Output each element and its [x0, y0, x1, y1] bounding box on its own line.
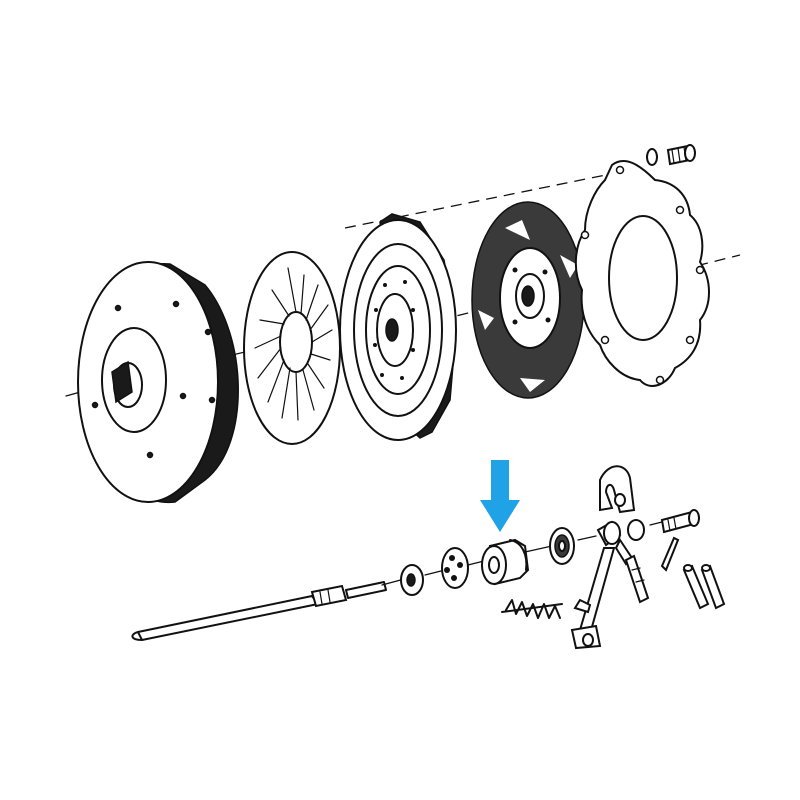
bolt-and-washer — [646, 144, 696, 166]
input-shaft — [131, 581, 387, 641]
flywheel — [77, 261, 239, 504]
fork-bolt — [660, 509, 700, 534]
washer — [400, 564, 424, 596]
ball-bearing — [549, 527, 575, 565]
release-fork — [570, 520, 634, 650]
spring — [501, 599, 563, 619]
highlight-arrow-icon — [480, 460, 520, 532]
pressure-plate — [339, 213, 457, 441]
clutch-fingers-disc — [243, 251, 341, 445]
cover-plate — [574, 160, 710, 387]
studs — [624, 536, 680, 604]
clutch-friction-disc — [471, 201, 585, 399]
bearing-cage — [441, 547, 469, 589]
release-bearing — [481, 538, 530, 586]
pins — [682, 564, 726, 610]
bracket — [599, 465, 645, 541]
